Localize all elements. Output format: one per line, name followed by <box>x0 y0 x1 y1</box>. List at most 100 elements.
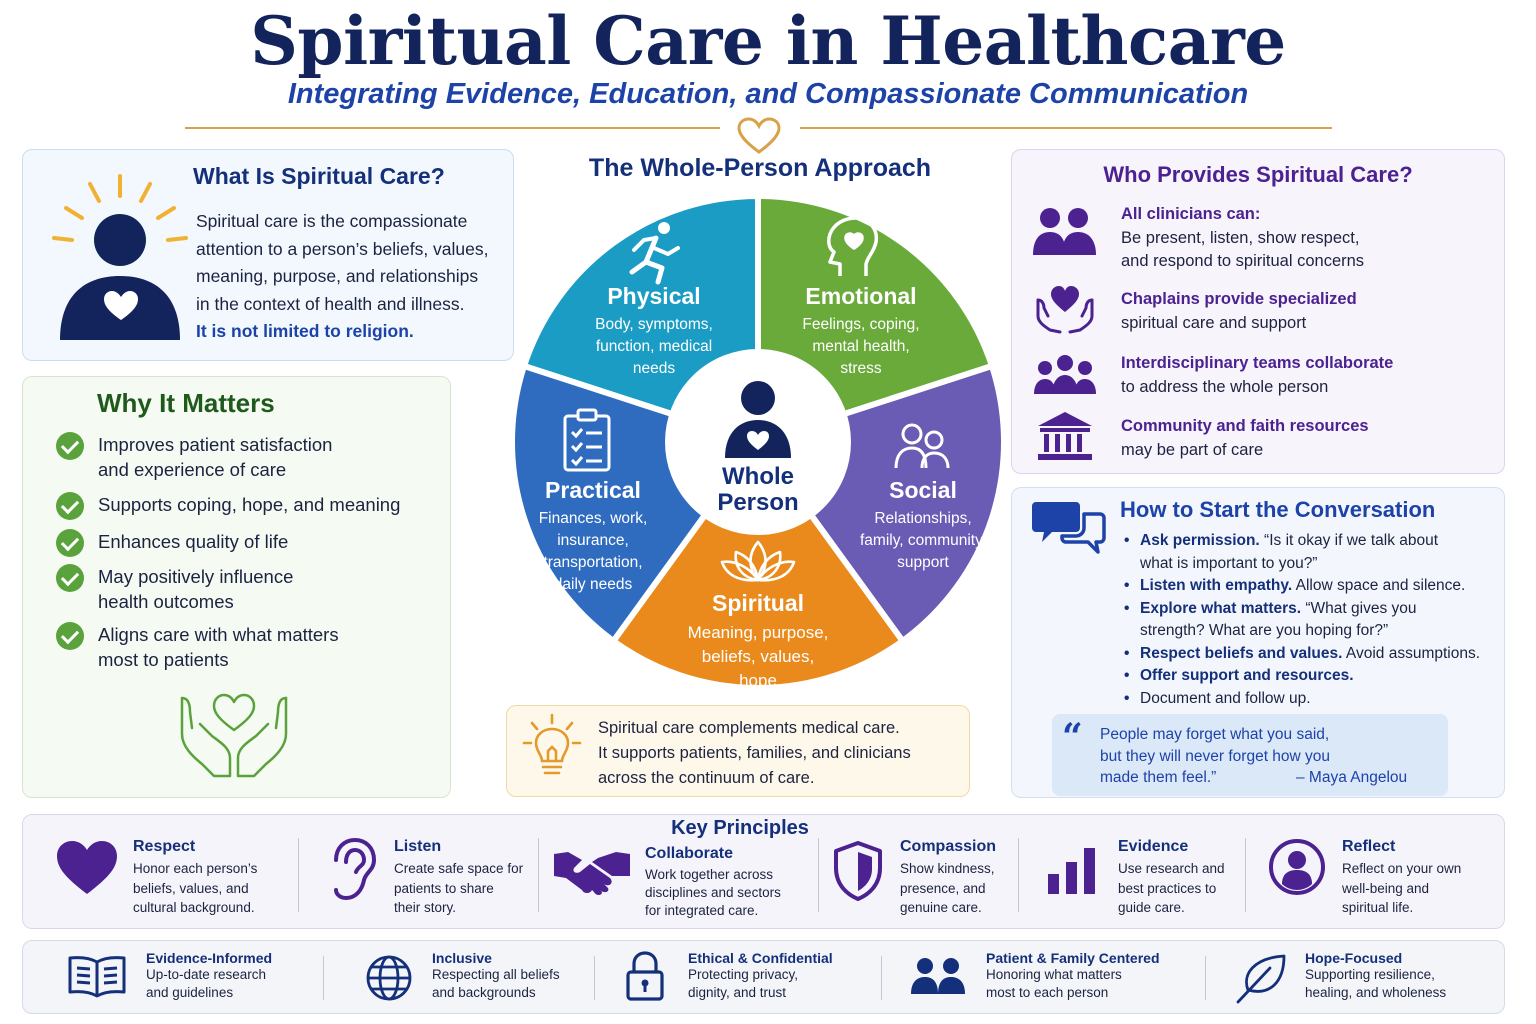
principle-collaborate: Collaborate Work together across discipl… <box>645 845 805 920</box>
segment-desc: stress <box>840 360 882 377</box>
heart-icon <box>737 117 781 154</box>
who-text: Be present, listen, show respect, <box>1121 228 1360 247</box>
principle-desc: patients to share <box>394 880 494 896</box>
divider-left <box>185 127 720 129</box>
principle-title: Collaborate <box>645 845 734 862</box>
lotus-icon <box>720 540 796 582</box>
tip-lead: Ask permission. <box>1140 532 1260 549</box>
who-text: and respond to spiritual concerns <box>1121 252 1365 270</box>
check-icon <box>56 622 84 650</box>
why-text: most to patients <box>98 649 229 670</box>
footer-desc: Honoring what matters <box>986 967 1122 982</box>
who-lead: Interdisciplinary teams collaborate <box>1121 354 1394 372</box>
principles-title: Key Principles <box>671 817 809 839</box>
principle-desc: for integrated care. <box>645 903 759 918</box>
segment-desc: needs <box>632 360 676 377</box>
person-heart-icon <box>725 381 791 458</box>
why-title: Why It Matters <box>97 388 275 418</box>
tip-lead: Listen with empathy. <box>1140 577 1293 594</box>
segment-desc: Feelings, coping, <box>802 316 920 333</box>
who-item: Chaplains provide specialized spiritual … <box>1121 288 1491 335</box>
footer-ethical: Ethical & Confidential Protecting privac… <box>688 950 868 1002</box>
running-person-icon <box>629 222 680 285</box>
lock-icon <box>626 951 664 1001</box>
divider <box>881 956 882 1000</box>
who-title: Who Provides Spiritual Care? <box>1103 162 1413 187</box>
segment-desc: Finances, work, <box>538 510 648 527</box>
footer-hope-focused: Hope-Focused Supporting resilience, heal… <box>1305 950 1495 1002</box>
who-item: All clinicians can: Be present, listen, … <box>1121 203 1491 274</box>
segment-title: Physical <box>607 283 701 309</box>
who-lead: All clinicians can: <box>1121 205 1261 223</box>
tip-text: Avoid assumptions. <box>1342 644 1481 662</box>
footer-title: Hope-Focused <box>1305 950 1403 966</box>
principle-reflect: Reflect Reflect on your own well-being a… <box>1342 838 1492 918</box>
bar-chart-icon <box>1048 848 1095 894</box>
ear-icon <box>334 837 377 901</box>
head-heart-icon <box>827 216 879 276</box>
principle-listen: Listen Create safe space for patients to… <box>394 838 534 918</box>
quote-line: made them feel.” <box>1100 769 1217 786</box>
quote-author: – Maya Angelou <box>1296 769 1408 786</box>
tip-text: Document and follow up. <box>1140 689 1311 707</box>
tip-text: “What gives you <box>1301 599 1417 617</box>
tip-lead: Explore what matters. <box>1140 599 1302 617</box>
tip-card <box>506 705 970 797</box>
segment-desc: Body, symptoms, <box>595 316 713 333</box>
tip-lead: Respect beliefs and values. <box>1140 644 1343 662</box>
quote-mark-icon: “ <box>1062 716 1083 758</box>
wheel-title: The Whole-Person Approach <box>588 154 932 182</box>
segment-desc: family, community, <box>859 532 987 549</box>
segment-desc: function, medical <box>595 338 713 355</box>
footer-inclusive: Inclusive Respecting all beliefs and bac… <box>432 950 592 1002</box>
why-text: health outcomes <box>98 591 234 612</box>
divider <box>818 838 819 912</box>
what-line-3: meaning, purpose, and relationships <box>196 266 479 286</box>
footer-desc: Protecting privacy, <box>688 967 799 982</box>
principle-desc: cultural background. <box>133 900 255 915</box>
principle-desc: Honor each person’s <box>133 861 258 876</box>
footer-patient-family: Patient & Family Centered Honoring what … <box>986 950 1196 1002</box>
principle-title: Reflect <box>1342 838 1396 855</box>
center-line: Person <box>717 489 799 516</box>
conversation-list: Ask permission. “Is it okay if we talk a… <box>1124 530 1494 710</box>
principle-desc: Show kindness, <box>900 861 995 876</box>
who-lead: Community and faith resources <box>1121 417 1369 435</box>
segment-desc: daily needs <box>553 576 633 593</box>
who-lead: Chaplains provide specialized <box>1121 290 1357 308</box>
footer-desc: and guidelines <box>146 985 234 1000</box>
why-text: Improves patient satisfaction <box>98 434 333 455</box>
why-item: Enhances quality of life <box>56 529 436 583</box>
tip-lead: Offer support and resources. <box>1140 667 1354 684</box>
segment-desc: Relationships, <box>874 510 972 527</box>
quote-text: People may forget what you said, but the… <box>1100 724 1420 789</box>
tip-text: “Is it okay if we talk about <box>1259 532 1439 549</box>
why-text: Supports coping, hope, and meaning <box>98 494 401 515</box>
person-heart-icon <box>52 174 188 340</box>
what-line-2: attention to a person’s beliefs, values, <box>196 238 489 259</box>
divider-right <box>800 127 1332 129</box>
principle-desc: Reflect on your own <box>1342 861 1462 876</box>
list-item: Ask permission. “Is it okay if we talk a… <box>1124 530 1494 575</box>
center-line: Whole <box>722 463 794 490</box>
globe-icon <box>366 955 412 1001</box>
footer-desc: Up-to-date research <box>146 967 267 982</box>
why-text: Enhances quality of life <box>98 531 289 552</box>
footer-desc: dignity, and trust <box>688 985 787 1000</box>
leaf-icon <box>1236 954 1286 1004</box>
principle-title: Listen <box>394 838 442 855</box>
who-text: may be part of care <box>1121 440 1264 459</box>
what-accent: It is not limited to religion. <box>196 321 414 341</box>
segment-desc: beliefs, values, <box>701 647 815 666</box>
chat-bubbles-icon <box>1032 502 1106 554</box>
segment-emotional: Emotional Feelings, coping, mental healt… <box>785 283 937 380</box>
principle-desc: disciplines and sectors <box>645 885 781 900</box>
segment-desc: insurance, <box>557 532 629 549</box>
clipboard-checklist-icon <box>563 408 611 472</box>
tip-text: Allow space and silence. <box>1292 577 1466 594</box>
quote-box <box>1052 714 1448 796</box>
lightbulb-icon <box>522 713 582 775</box>
segment-title: Social <box>889 477 957 503</box>
